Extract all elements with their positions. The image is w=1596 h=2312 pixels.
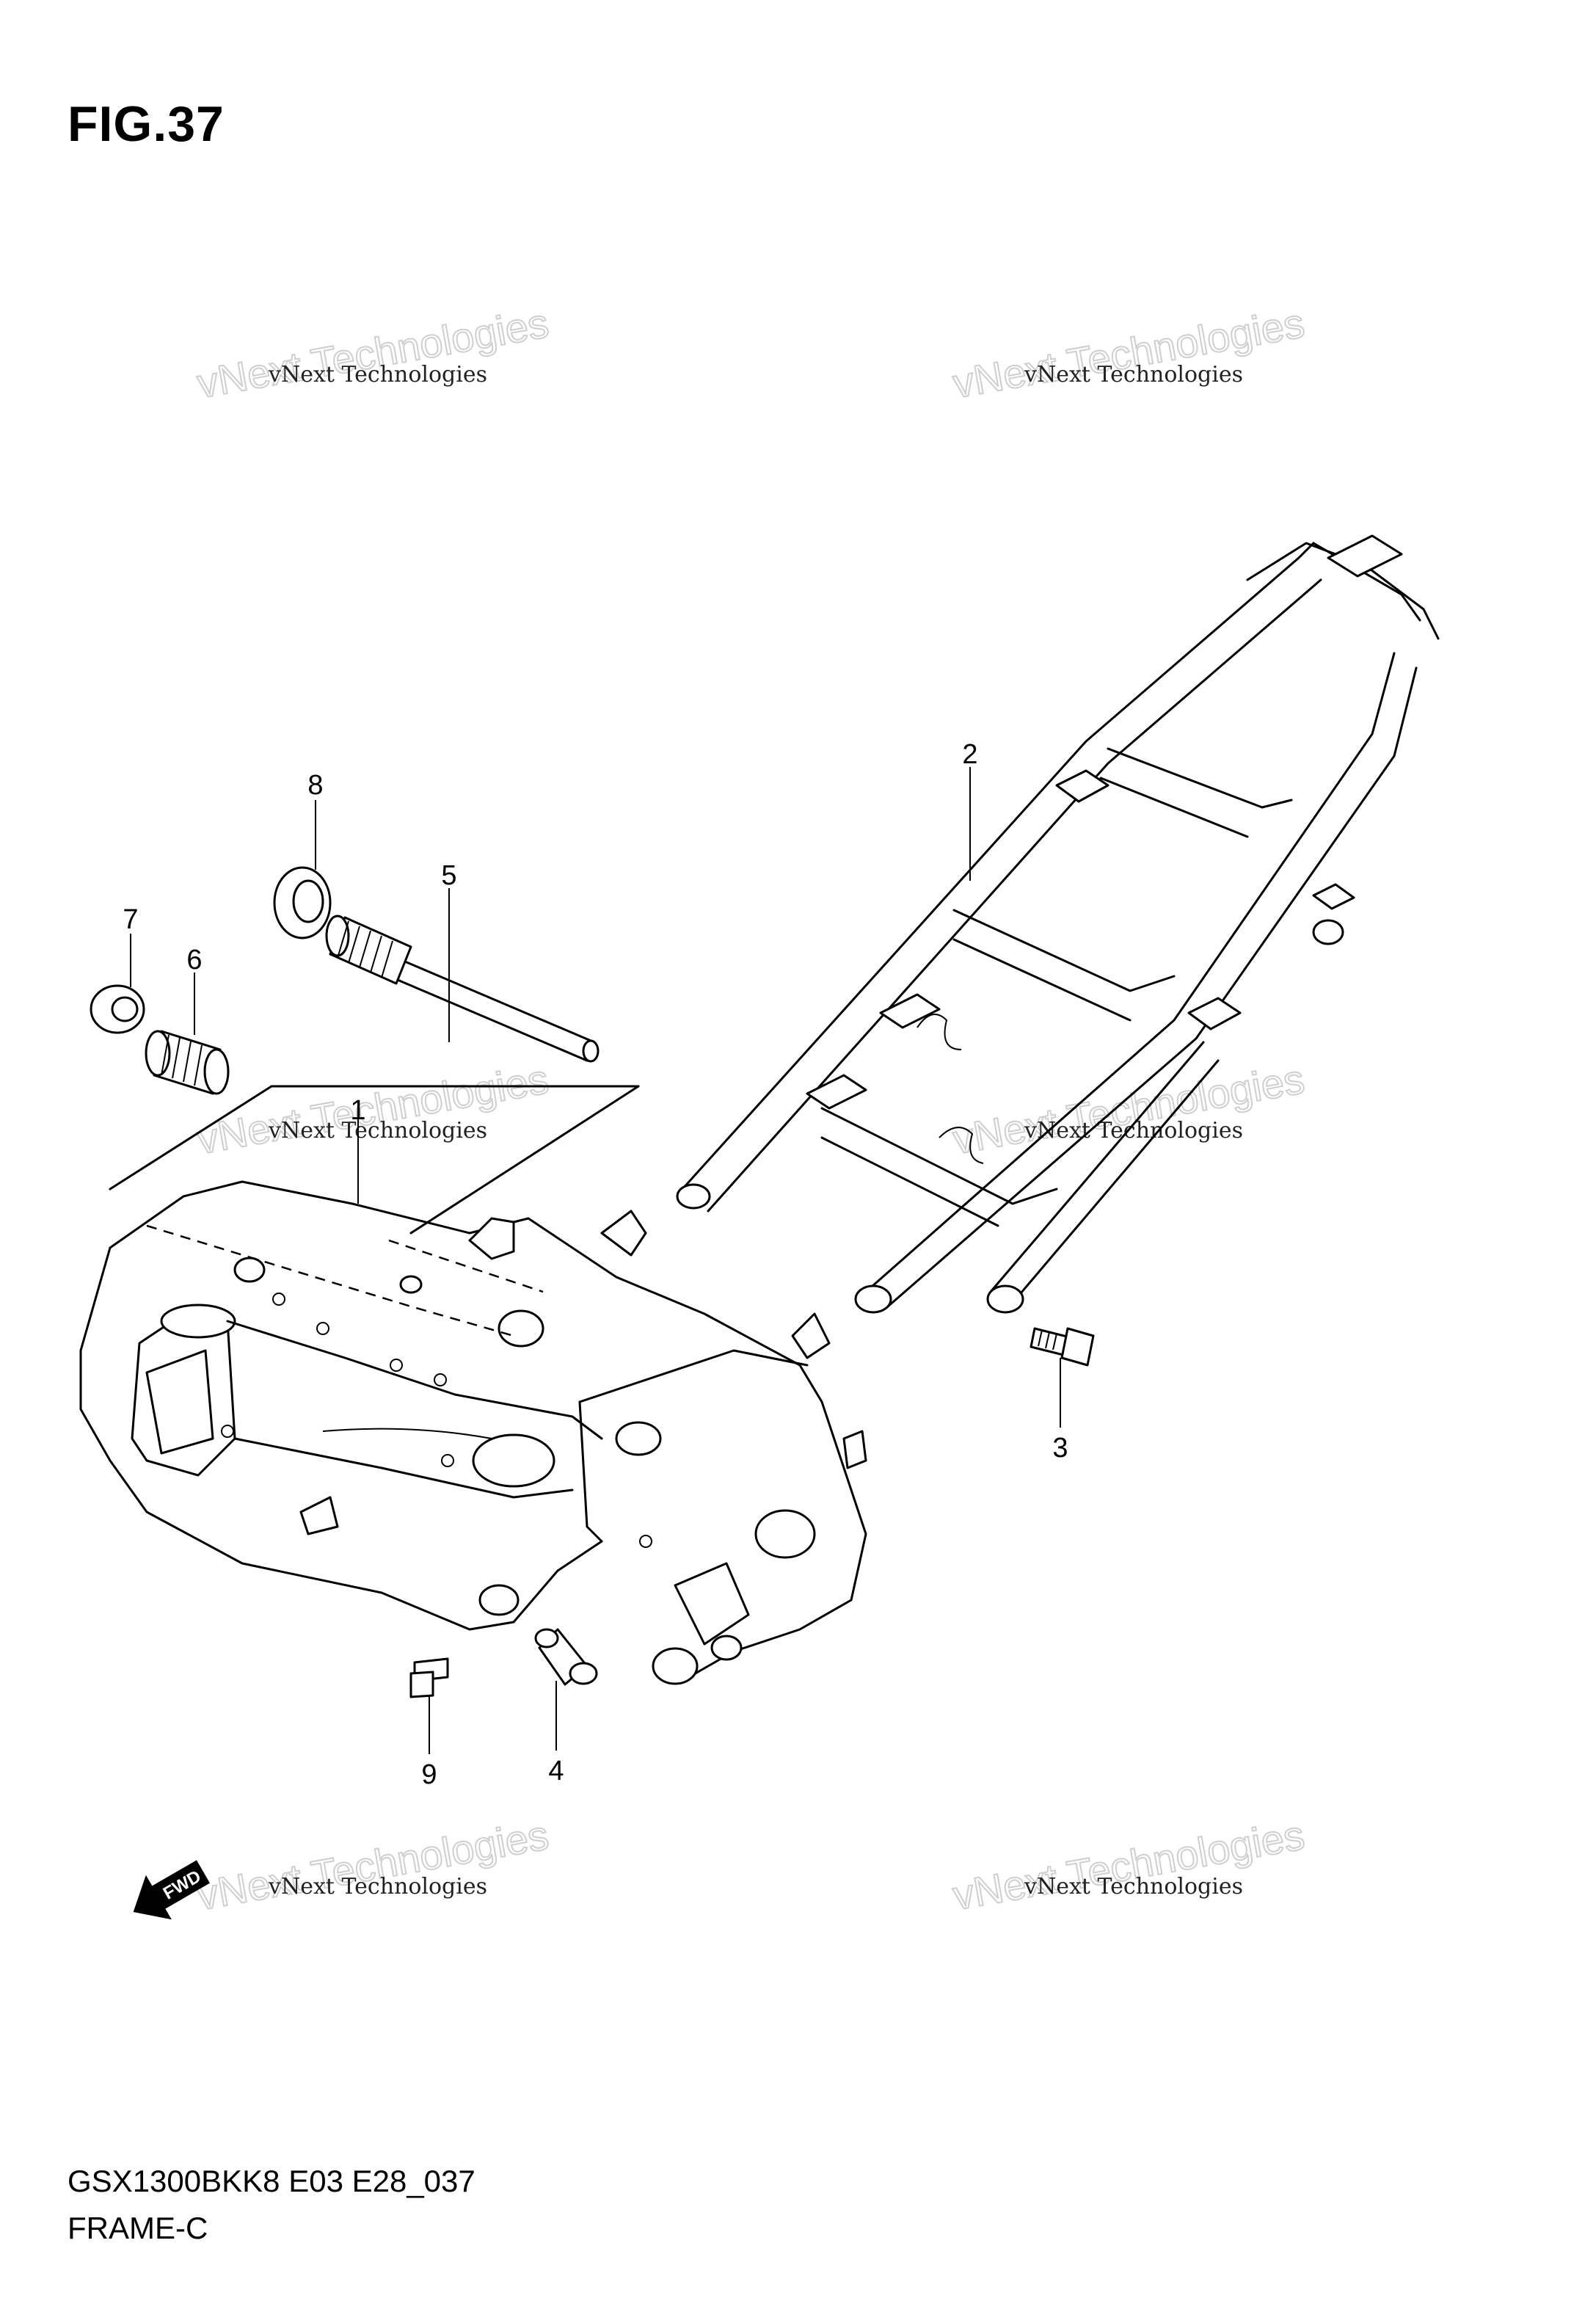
callout-label: 6 [186,945,202,975]
svg-text:vNext Technologies: vNext Technologies [950,1811,1308,1919]
svg-text:vNext Technologies: vNext Technologies [1024,1874,1243,1900]
callout-label: 5 [441,860,456,891]
assembly-bracket [109,1085,273,1190]
washer-part-8 [273,866,332,939]
svg-text:vNext Technologies: vNext Technologies [194,299,552,407]
adjuster-part-6 [145,1030,230,1095]
callout-label: 4 [548,1756,564,1786]
svg-text:vNext Technologies: vNext Technologies [268,362,487,388]
watermark: vNext Technologies vNext Technologies [193,299,553,407]
main-frame [79,1180,867,1685]
seat-rail-subframe [676,534,1440,1314]
callout-label: 3 [1052,1433,1068,1464]
svg-text:vNext Technologies: vNext Technologies [950,299,1308,407]
pivot-axis-line [388,1239,544,1293]
svg-text:vNext Technologies: vNext Technologies [950,1055,1308,1163]
bolt-part-3 [1030,1327,1095,1367]
callout-label: 2 [962,739,977,770]
collar-part-4 [534,1628,598,1686]
model-code: GSX1300BKK8 E03 E28_037 [68,2164,475,2198]
svg-text:vNext Technologies: vNext Technologies [194,1811,552,1919]
assembly-bracket [409,1085,640,1235]
section-name: FRAME-C [68,2211,208,2245]
callout-label: 9 [421,1759,437,1790]
watermark: vNext Technologies vNext Technologies [949,1055,1308,1163]
svg-text:vNext Technologies: vNext Technologies [1024,1118,1243,1144]
pivot-shaft [325,915,600,1063]
callout-label: 8 [307,770,323,801]
bolt-part-9 [409,1657,449,1698]
svg-text:vNext Technologies: vNext Technologies [1024,362,1243,388]
svg-text:vNext Technologies: vNext Technologies [268,1118,487,1144]
callout-label: 7 [123,904,138,935]
nut-part-7 [90,984,145,1034]
callout-label: 1 [350,1095,365,1126]
pivot-axis-line [146,1224,514,1337]
watermark: vNext Technologies vNext Technologies [193,1055,553,1163]
svg-text:vNext Technologies: vNext Technologies [268,1874,487,1900]
watermark: vNext Technologies vNext Technologies [949,1811,1308,1919]
figure-title: FIG.37 [68,96,225,152]
watermark: vNext Technologies vNext Technologies [193,1811,553,1919]
svg-text:vNext Technologies: vNext Technologies [194,1055,552,1163]
watermark: vNext Technologies vNext Technologies [949,299,1308,407]
